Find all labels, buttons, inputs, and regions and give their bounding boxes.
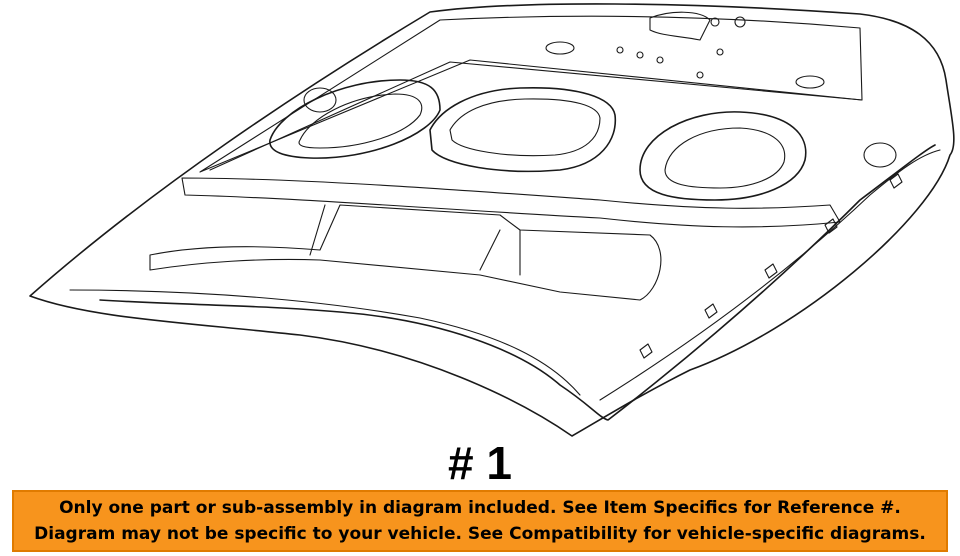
center-reinforcement-inner <box>309 204 521 276</box>
hood-side-lip <box>599 149 941 401</box>
center-reinforcement <box>149 204 662 301</box>
right-vent-inner <box>664 127 786 189</box>
notice-line-1: Only one part or sub-assembly in diagram… <box>59 498 901 518</box>
rear-panel-outline <box>199 15 863 173</box>
latch-reinforcement <box>649 11 711 41</box>
hood-inner-frame <box>99 144 936 421</box>
right-vent-opening <box>639 111 807 201</box>
hood-panel-diagram <box>29 3 955 437</box>
notice-line-2: Diagram may not be specific to your vehi… <box>34 524 926 544</box>
left-vent-inner <box>298 93 423 149</box>
center-vent-inner <box>449 98 601 157</box>
rear-panel-inner <box>209 61 863 171</box>
hood-outer-edge <box>29 3 955 437</box>
upper-cross-brace <box>181 177 841 228</box>
mounting-holes <box>303 16 897 168</box>
center-vent-opening <box>429 86 617 173</box>
part-number-label: # 1 <box>448 437 512 489</box>
left-vent-opening <box>269 79 441 159</box>
edge-clips <box>639 173 903 359</box>
hood-lower-lip <box>69 289 581 396</box>
notice-banner: Only one part or sub-assembly in diagram… <box>12 490 948 552</box>
